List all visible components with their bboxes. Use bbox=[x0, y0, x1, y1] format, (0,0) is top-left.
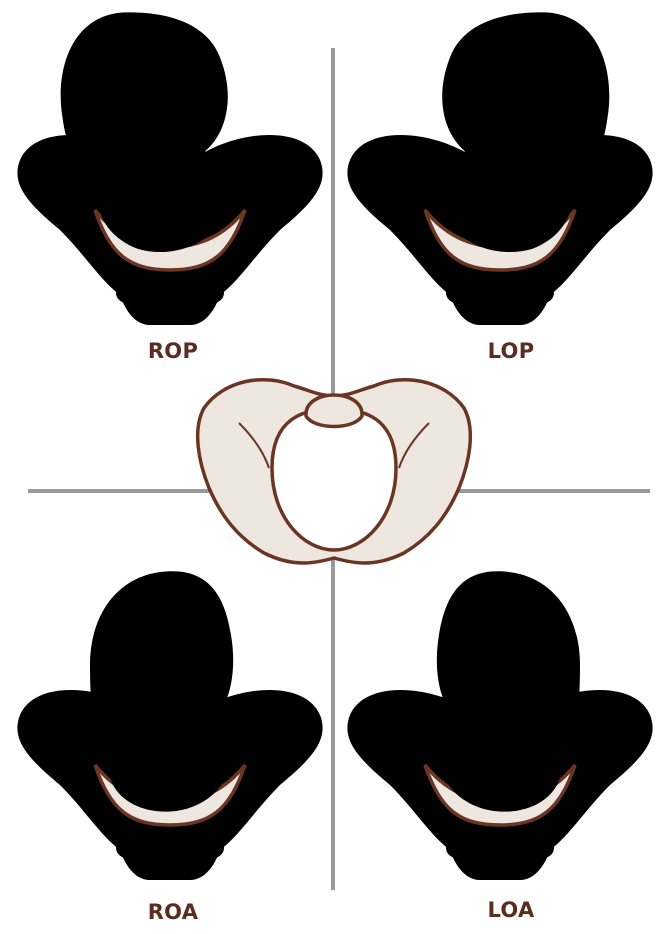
center-pelvis-top-view bbox=[198, 380, 471, 563]
loa-illustration bbox=[347, 571, 652, 880]
rop-illustration bbox=[17, 12, 322, 325]
roa-label: ROA bbox=[113, 900, 233, 924]
lop-label: LOP bbox=[451, 339, 571, 363]
roa-illustration bbox=[17, 571, 322, 880]
rop-label: ROP bbox=[113, 339, 233, 363]
lop-illustration bbox=[347, 12, 652, 325]
loa-label: LOA bbox=[451, 898, 571, 922]
